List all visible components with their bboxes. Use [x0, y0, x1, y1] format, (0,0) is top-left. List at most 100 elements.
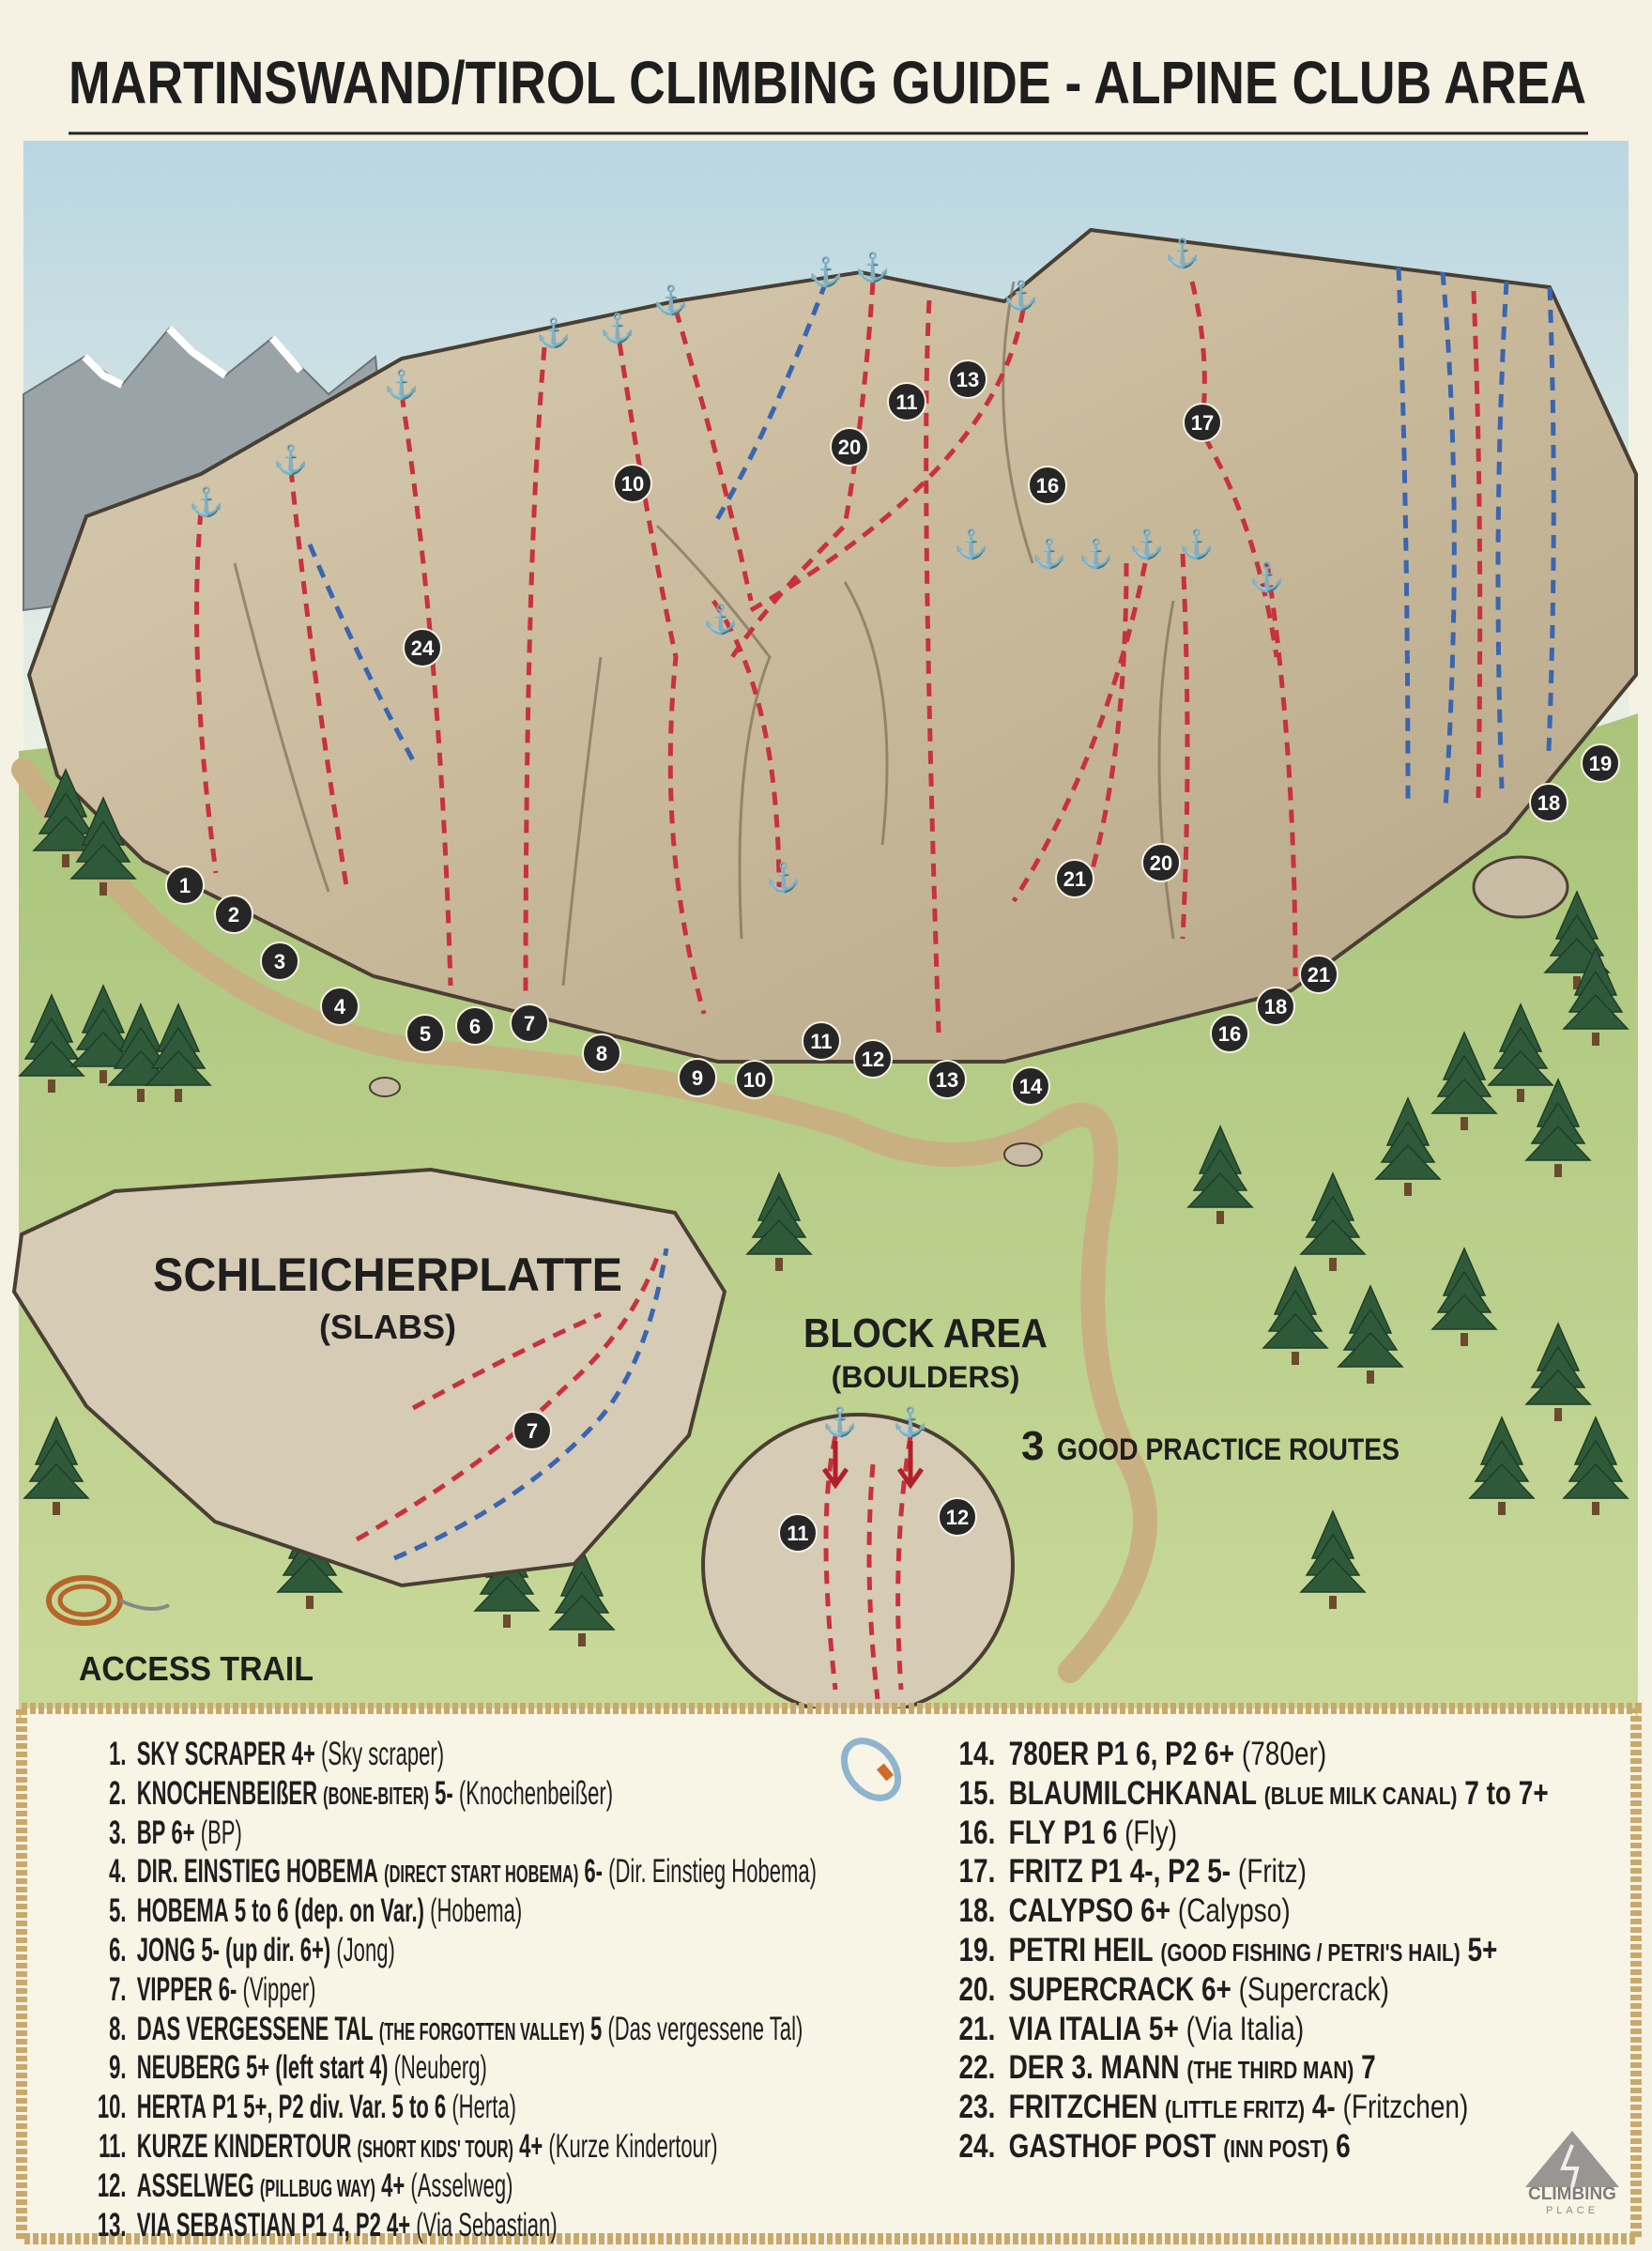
route-line: [1440, 271, 1457, 808]
route-name: PETRI HEIL: [1008, 1931, 1154, 1968]
legend-entry: 21. VIA ITALIA 5+ (Via Italia): [952, 2010, 1549, 2049]
route-line: [399, 393, 453, 987]
anchor-icon: ⚓: [954, 528, 988, 560]
route-marker-number: 24: [411, 636, 435, 660]
legend-entry: 24. GASTHOF POST (INN POST) 6: [952, 2127, 1549, 2167]
schleicherplatte-slab: [11, 1167, 727, 1588]
route-name: DIR. EINSTIEG HOBEMA: [136, 1853, 378, 1891]
route-marker-number: 18: [1537, 791, 1560, 815]
legend-entry: 23. FRITZCHEN (LITTLE FRITZ) 4- (Fritzch…: [952, 2088, 1549, 2127]
legend-entry: 3. BP 6+ (BP): [92, 1814, 817, 1853]
route-marker-number: 13: [956, 368, 979, 391]
boulder-route: [866, 1463, 880, 1700]
slab-route: [355, 1257, 660, 1542]
legend-number: 7.: [109, 1970, 127, 2008]
route-grade: 5- (up dir. 6+): [201, 1931, 331, 1968]
anchor-icon: ⚓: [1078, 537, 1113, 570]
route-name: BLAUMILCHKANAL: [1008, 1774, 1257, 1812]
route-original-name: (Fly): [1124, 1814, 1178, 1851]
climbing-routes: [194, 267, 1556, 1034]
pine-tree-icon: [1524, 1322, 1592, 1421]
route-marker-number: 6: [469, 1015, 481, 1038]
route-translation: (THE FORGOTTEN VALLEY): [378, 2016, 585, 2045]
route-line: [1180, 553, 1190, 940]
pine-tree-icon: [1186, 1125, 1254, 1224]
route-grade: 7: [1361, 2049, 1376, 2087]
route-name: JONG: [136, 1931, 196, 1968]
pine-tree-icon: [1524, 1078, 1592, 1177]
pine-tree-icon: [145, 1003, 212, 1102]
pine-tree-icon: [23, 1416, 90, 1515]
route-marker-number: 19: [1589, 752, 1612, 775]
route-marker: 1: [165, 865, 205, 905]
anchor-icon: ⚓: [653, 283, 688, 316]
route-marker-number: 20: [838, 436, 861, 459]
route-name: VIA ITALIA: [1008, 2010, 1142, 2047]
route-grade: 6-: [584, 1853, 604, 1891]
anchor-icon: ⚓: [273, 443, 308, 476]
route-translation: (LITTLE FRITZ): [1165, 2095, 1306, 2124]
route-marker-number: 7: [527, 1419, 538, 1443]
route-marker-number: 10: [743, 1068, 766, 1092]
route-marker-number: 16: [1036, 474, 1059, 498]
legend-entry: 14. 780ER P1 6, P2 6+ (780er): [952, 1735, 1549, 1774]
rock-cracks: [233, 281, 1175, 987]
anchor-icon: ⚓: [703, 603, 738, 635]
block-area-boulder: [701, 1413, 1015, 1717]
route-marker-number: 11: [895, 390, 917, 414]
pine-tree-icon: [1374, 1096, 1442, 1196]
block-area-subtitle: (BOULDERS): [832, 1360, 1020, 1394]
route-marker: 18: [1256, 987, 1295, 1026]
anchor-icon: ⚓: [893, 1405, 927, 1438]
pine-tree-icon: [69, 984, 137, 1083]
route-grade: 5 to 6 (dep. on Var.): [234, 1892, 425, 1930]
legend-number: 8.: [109, 2010, 127, 2047]
route-translation: (DIRECT START HOBEMA): [384, 1860, 579, 1889]
route-original-name: (Supercrack): [1238, 1970, 1389, 2008]
route-marker: 19: [1581, 743, 1620, 783]
legend-number: 16.: [958, 1814, 996, 1851]
route-grade: 4+: [381, 2167, 405, 2204]
route-grade: 4+: [519, 2127, 543, 2165]
legend-number: 24.: [958, 2127, 996, 2165]
route-marker: 2: [214, 895, 253, 934]
practice-routes-count: 3: [1021, 1423, 1044, 1469]
legend-entry: 16. FLY P1 6 (Fly): [952, 1814, 1549, 1853]
route-original-name: (Das vergessene Tal): [607, 2010, 803, 2047]
legend-number: 22.: [958, 2049, 996, 2087]
route-name: HERTA: [136, 2089, 207, 2126]
route-name: 780ER: [1008, 1736, 1090, 1772]
anchor-icon: ⚓: [855, 251, 890, 283]
route-translation: (SHORT KIDS' TOUR): [357, 2134, 514, 2163]
route-name: FRITZCHEN: [1008, 2089, 1158, 2126]
route-marker: 7: [512, 1411, 552, 1450]
route-line: [1495, 281, 1509, 789]
route-name: NEUBERG: [136, 2049, 240, 2087]
route-marker-number: 5: [420, 1022, 431, 1046]
route-line: [288, 468, 350, 893]
anchor-icon: ⚓: [1165, 237, 1200, 269]
route-grade: 6-: [218, 1970, 237, 2008]
route-marker: 11: [778, 1513, 818, 1553]
anchor-icon: ⚓: [536, 316, 571, 349]
route-grade: 5+: [1467, 1931, 1498, 1968]
legend-entry: 10. HERTA P1 5+, P2 div. Var. 5 to 6 (He…: [92, 2088, 817, 2127]
practice-routes-label: GOOD PRACTICE ROUTES: [1057, 1432, 1400, 1466]
pine-tree-icon: [1430, 1031, 1498, 1130]
route-marker: 20: [1141, 843, 1181, 882]
legend-number: 2.: [109, 1774, 127, 1812]
pine-tree-icon: [1299, 1509, 1367, 1609]
route-marker: 24: [403, 628, 442, 667]
route-marker-number: 7: [524, 1012, 535, 1035]
map-title: MARTINSWAND/TIROL CLIMBING GUIDE - ALPIN…: [69, 49, 1586, 116]
arrow-icon: [821, 1441, 925, 1490]
logo-subtext: PLACE: [1545, 2205, 1599, 2216]
route-marker-number: 3: [274, 950, 285, 973]
route-original-name: (Via Sebastian): [416, 2206, 558, 2243]
pebble: [369, 1077, 401, 1097]
legend-entry: 12. ASSELWEG (PILLBUG WAY) 4+ (Asselweg): [92, 2167, 817, 2206]
legend-number: 1.: [109, 1736, 127, 1772]
pine-tree-icon: [1262, 1265, 1329, 1365]
route-marker-number: 14: [1019, 1075, 1043, 1098]
